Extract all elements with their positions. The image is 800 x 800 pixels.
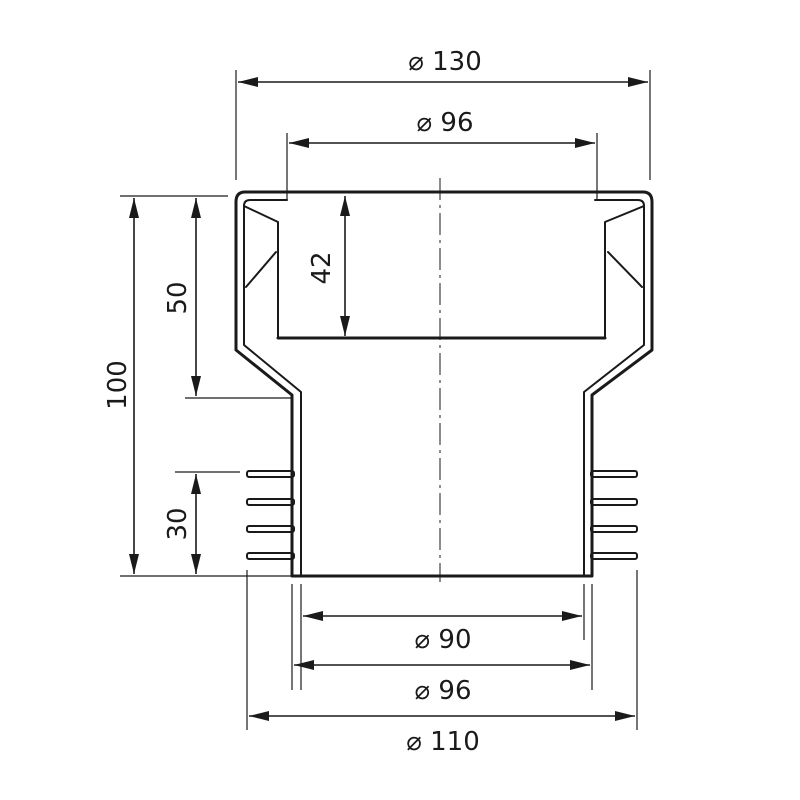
dim-socket-depth: 42 [307, 196, 350, 336]
extension-lines [120, 70, 651, 730]
dim-top-inner-diameter: ⌀ 96 [289, 108, 595, 148]
adapter-body-right [578, 190, 654, 578]
dim-fin-zone-height: 30 [163, 474, 201, 574]
dim-top-outer-diameter: ⌀ 130 [238, 47, 648, 87]
dim-label-top-inner: ⌀ 96 [416, 108, 473, 138]
dim-fin-diameter: ⌀ 110 [249, 711, 635, 757]
dim-label-fin-diameter: ⌀ 110 [406, 727, 480, 757]
sealing-fins-left [246, 470, 295, 560]
dim-upper-height: 50 [163, 198, 201, 396]
dim-label-top-outer: ⌀ 130 [408, 47, 482, 77]
dim-bottom-inner-diameter: ⌀ 90 [303, 611, 582, 655]
dim-label-socket-depth: 42 [307, 251, 337, 284]
dim-label-upper-height: 50 [163, 281, 193, 314]
adapter-body-left [234, 190, 304, 578]
sealing-fins-right [590, 470, 638, 560]
dim-total-height: 100 [103, 198, 139, 574]
dim-label-fin-zone: 30 [163, 507, 193, 540]
dim-label-bottom-outer: ⌀ 96 [414, 676, 471, 706]
dim-label-bottom-inner: ⌀ 90 [414, 625, 471, 655]
dim-bottom-outer-diameter: ⌀ 96 [294, 660, 590, 706]
dim-label-total-height: 100 [103, 360, 133, 410]
